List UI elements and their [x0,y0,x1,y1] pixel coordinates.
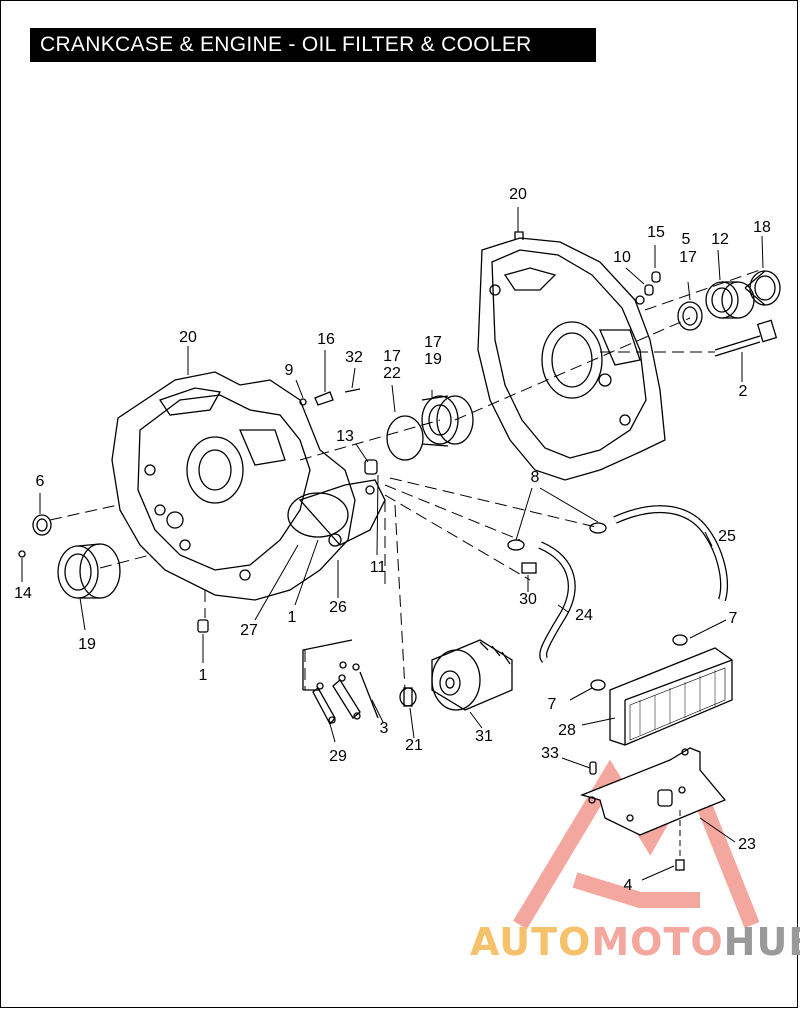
callout-20-left: 20 [179,329,197,346]
callout-19-left: 19 [78,636,96,653]
mid-bearing-and-ring [364,395,474,475]
callout-7-upper: 7 [728,610,738,627]
callout-17-right: 17 [679,249,697,266]
page-title: CRANKCASE & ENGINE - OIL FILTER & COOLER [30,28,596,62]
callout-32: 32 [345,349,363,366]
callout-9: 9 [284,362,294,379]
callout-7-lower: 7 [547,696,557,713]
callout-28: 28 [558,722,576,739]
right-crankcase-half [477,231,666,481]
callout-3: 3 [379,720,389,737]
callout-21: 21 [405,737,423,754]
right-side-bearings [644,270,781,357]
watermark-text: AUTOMOTOHUB [470,920,800,964]
callout-5: 5 [681,231,691,248]
callout-17-mid: 17 [383,348,401,365]
callout-29: 29 [329,748,347,765]
callout-4: 4 [623,877,633,894]
oil-lines [507,505,728,691]
callout-31: 31 [475,728,493,745]
callout-14: 14 [14,585,32,602]
oil-cooler [609,647,733,746]
watermark-part-moto: MOTO [591,920,724,964]
callout-15: 15 [647,224,665,241]
left-side-bearings [18,514,209,633]
alignment-lines [49,269,761,691]
callout-2: 2 [738,383,748,400]
callout-25: 25 [718,528,736,545]
callout-24: 24 [575,607,593,624]
callout-30: 30 [519,591,537,608]
callout-22: 22 [383,365,401,382]
cooler-bracket [579,747,727,871]
callout-12: 12 [711,231,729,248]
callout-19-mid: 19 [424,351,442,368]
callout-18: 18 [753,219,771,236]
left-crankcase-half [111,371,386,601]
callout-1-bottom: 1 [198,667,208,684]
callout-17-mid2: 17 [424,334,442,351]
callout-23: 23 [738,836,756,853]
callout-20-right: 20 [509,186,527,203]
callout-27: 27 [240,622,258,639]
callout-33: 33 [541,745,559,762]
callout-6: 6 [35,473,45,490]
callout-8: 8 [530,469,540,486]
callout-11: 11 [369,559,387,576]
callout-16: 16 [317,331,335,348]
callout-13: 13 [336,428,354,445]
leader-lines [21,207,764,881]
link-arms [302,639,379,726]
watermark-part-hub: HUB [723,920,800,964]
callout-1-mid: 1 [287,609,297,626]
callout-10: 10 [613,249,631,266]
callout-26: 26 [329,599,347,616]
watermark-logo [513,751,760,930]
oil-filter [399,639,513,711]
watermark-part-auto: AUTO [470,920,592,964]
